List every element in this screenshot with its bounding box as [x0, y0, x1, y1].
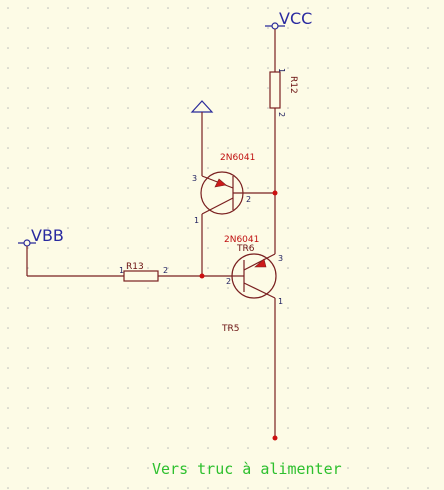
lower-pin-base: 2 — [226, 277, 231, 286]
output-note: Vers truc à alimenter — [152, 460, 342, 478]
r13-pin2: 2 — [163, 266, 168, 275]
resistor-r13[interactable] — [123, 270, 232, 282]
r13-ref: R13 — [126, 262, 144, 272]
lower-ref2-label: TR5 — [221, 324, 239, 334]
upper-pin-base: 1 — [194, 216, 199, 225]
r12-pin1: 1 — [277, 68, 286, 73]
junction-dot — [272, 190, 278, 196]
upper-pin-collector: 2 — [246, 195, 251, 204]
vcc-power-symbol[interactable] — [265, 22, 285, 72]
lower-ref-label: TR6 — [236, 244, 255, 254]
vcc-label: VCC — [279, 9, 312, 28]
junction-dot — [199, 273, 205, 279]
r12-pin2: 2 — [277, 112, 286, 117]
lower-pin-emitter: 3 — [278, 254, 283, 263]
ground-symbol[interactable] — [190, 100, 214, 176]
vbb-label: VBB — [31, 226, 64, 245]
upper-part-label: 2N6041 — [220, 153, 255, 163]
resistor-r12[interactable] — [269, 71, 281, 193]
vbb-power-symbol[interactable] — [18, 239, 124, 277]
upper-pin-emitter: 3 — [192, 174, 197, 183]
r12-ref: R12 — [288, 76, 298, 94]
lower-pin-collector: 1 — [278, 297, 283, 306]
transistor-lower[interactable] — [231, 193, 277, 438]
junction-dot — [272, 435, 278, 441]
r13-pin1: 1 — [119, 266, 124, 275]
lower-part-label: 2N6041 — [224, 235, 259, 245]
transistor-upper[interactable] — [200, 171, 275, 276]
